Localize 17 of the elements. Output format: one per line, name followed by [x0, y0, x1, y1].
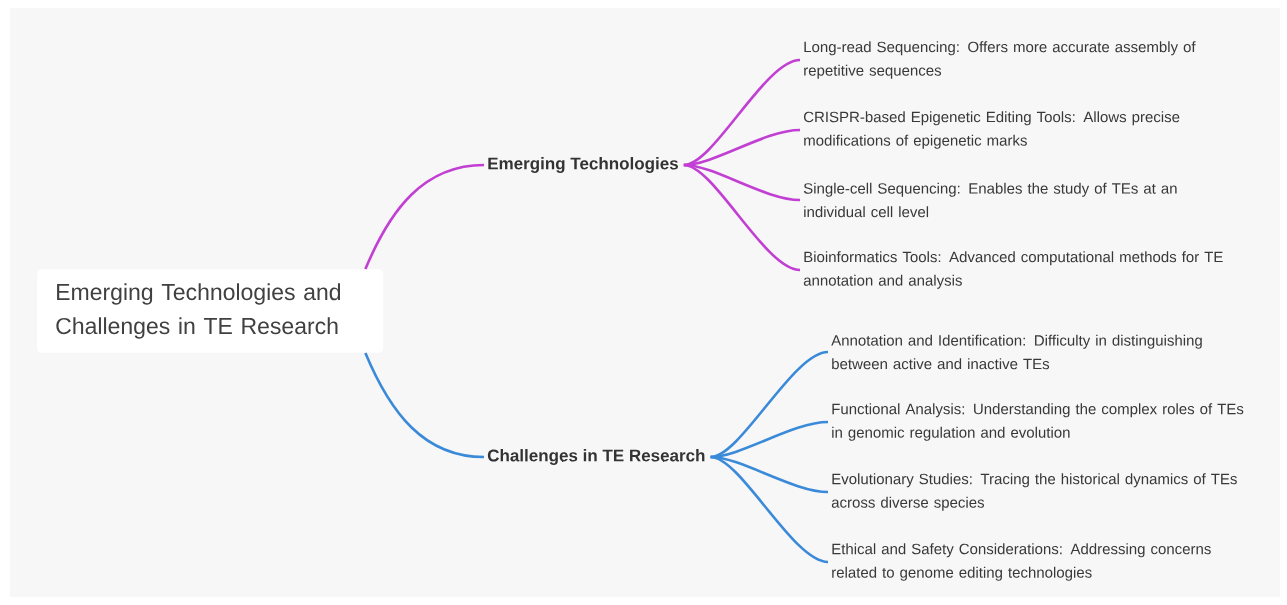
branch-line	[683, 58, 801, 167]
branch-line	[364, 352, 485, 459]
leaf-topic: Functional Analysis: Understanding the complex roles of TEs in genomic regulation and evolution	[832, 403, 1244, 441]
branch-line	[364, 163, 485, 270]
branch-line	[710, 455, 829, 564]
branch-line	[683, 163, 801, 272]
leaf-topic: Bioinformatics Tools: Advanced computational methods for TE annotation and analysis	[803, 251, 1223, 289]
leaf-topic: Annotation and Identification: Difficulty in distinguishing between active and inactive TEs	[831, 334, 1202, 370]
branch-topic: Challenges in TE Research	[487, 449, 705, 465]
branch-topic: Emerging Technologies	[488, 157, 678, 173]
leaf-topic: CRISPR-based Epigenetic Editing Tools: Allows precise modifications of epigenetic marks	[804, 111, 1180, 149]
leaf-topic: Evolutionary Studies: Tracing the historical dynamics of TEs across diverse species	[831, 473, 1237, 511]
leaf-topic: Single-cell Sequencing: Enables the study of TEs at an individual cell level	[803, 182, 1177, 218]
branch-line	[710, 350, 829, 459]
root-topic-box: Emerging Technologies and Challenges in TE Research	[37, 269, 384, 353]
leaf-topic: Long-read Sequencing: Offers more accurate assembly of repetitive sequences	[804, 41, 1196, 79]
leaf-topic: Ethical and Safety Considerations: Addressing concerns related to genome editing technologies	[832, 543, 1211, 581]
